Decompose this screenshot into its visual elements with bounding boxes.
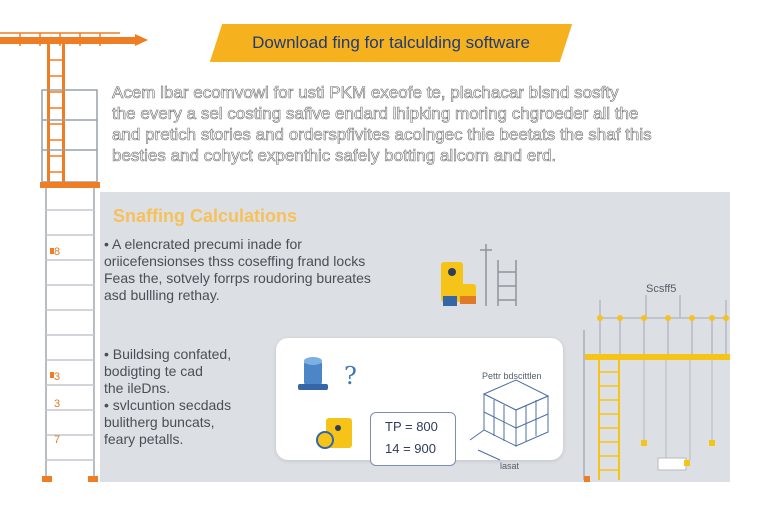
question-mark-icon: ? bbox=[344, 362, 357, 390]
rung-number: 3 bbox=[54, 371, 61, 383]
calculation-box: TP = 800 14 = 900 bbox=[370, 412, 456, 466]
rung-number: 3 bbox=[54, 398, 61, 410]
bullet-line: asd bullling rethay. bbox=[104, 287, 220, 303]
bullet-line: • Buildsing confated, bbox=[104, 346, 232, 362]
bullet-line: bodigting te cad bbox=[104, 363, 203, 379]
intro-paragraph: Acem lbar ecomvowl for usti PKM exeofe t… bbox=[112, 82, 712, 166]
bullet-list-bottom: • Buildsing confated, bodigting te cad t… bbox=[104, 346, 274, 448]
calc-line-1: TP = 800 bbox=[385, 419, 438, 434]
bullet-line: oriicefensionses thss coseffing frand lo… bbox=[104, 253, 366, 269]
diagram-bottom-label: lasat bbox=[500, 461, 520, 471]
calc-line-2: 14 = 900 bbox=[385, 441, 436, 456]
bullet-line: the ileDns. bbox=[104, 380, 171, 396]
intro-line: the every a sel costing safive endard lh… bbox=[112, 104, 639, 124]
rung-number: 8 bbox=[54, 246, 61, 258]
intro-line: and pretich stories and orderspfivites a… bbox=[112, 125, 652, 145]
intro-line: Acem lbar ecomvowl for usti PKM exeofe t… bbox=[112, 83, 619, 103]
bullet-line: feary petalls. bbox=[104, 431, 184, 447]
panel-title: Snaffing Calculations bbox=[113, 206, 298, 226]
rung-number: 7 bbox=[54, 434, 61, 446]
bullet-line: • svlcuntion secdads bbox=[104, 397, 232, 413]
intro-line: besties and cohyct expenthic safely bott… bbox=[112, 146, 557, 166]
bullet-line: Feas the, sotvely forrps roudoring burea… bbox=[104, 270, 371, 286]
bullet-line: • A elencrated precumi inade for bbox=[104, 236, 302, 252]
diagram-top-label: Pettr bdscittlen bbox=[482, 371, 542, 381]
title-banner: Download fing for talculding software bbox=[252, 33, 530, 52]
scaffold-label: Scsff5 bbox=[646, 283, 677, 295]
bullet-line: bulitherg buncats, bbox=[104, 414, 215, 430]
bullet-list-top: • A elencrated precumi inade for oriicef… bbox=[104, 236, 444, 304]
